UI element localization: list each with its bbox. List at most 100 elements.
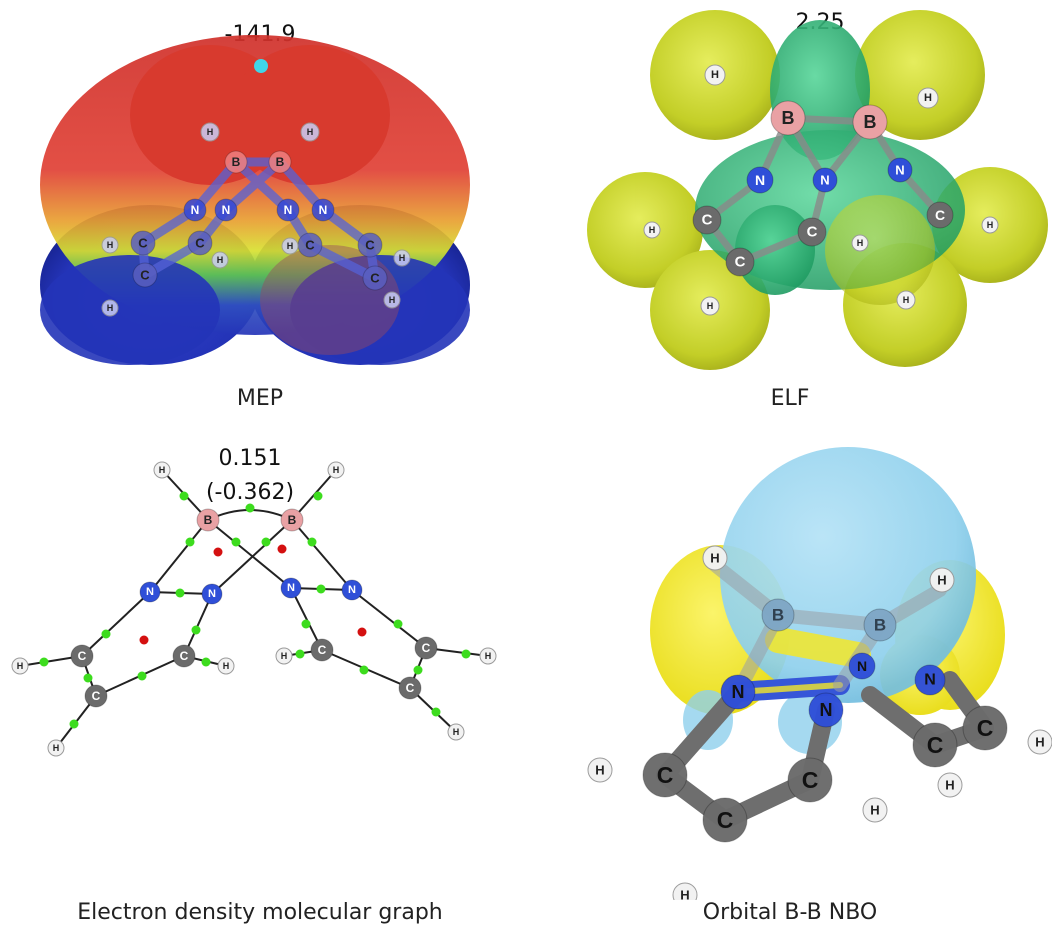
boron-atom: B: [268, 150, 292, 174]
carbon-atom: C: [132, 262, 158, 288]
svg-text:C: C: [305, 238, 315, 253]
hydrogen-atom: H: [672, 882, 698, 900]
svg-text:H: H: [287, 241, 294, 251]
svg-text:H: H: [223, 661, 230, 671]
carbon-atom: C: [797, 217, 827, 247]
nitrogen-atom: N: [341, 579, 363, 601]
hydrogen-atom: H: [896, 290, 916, 310]
svg-text:C: C: [977, 715, 994, 741]
hydrogen-atom: H: [479, 647, 497, 665]
svg-text:B: B: [204, 513, 213, 527]
svg-text:C: C: [78, 649, 87, 663]
svg-text:N: N: [191, 203, 200, 217]
svg-text:H: H: [711, 69, 719, 81]
carbon-atom: C: [297, 232, 323, 258]
hydrogen-atom: H: [153, 461, 171, 479]
boron-atom: B: [852, 104, 888, 140]
hydrogen-atom: H: [447, 723, 465, 741]
svg-text:N: N: [146, 586, 154, 598]
carbon-atom: C: [84, 684, 108, 708]
hydrogen-atom: H: [101, 236, 119, 254]
hydrogen-atom: H: [217, 657, 235, 675]
svg-text:H: H: [159, 465, 166, 475]
svg-text:H: H: [903, 295, 910, 305]
nitrogen-atom: N: [183, 198, 207, 222]
hydrogen-atom: H: [700, 296, 720, 316]
boron-atom: B: [863, 608, 897, 642]
svg-text:C: C: [406, 681, 415, 695]
hydrogen-atom: H: [101, 299, 119, 317]
carbon-atom: C: [787, 757, 833, 803]
hydrogen-atom: H: [383, 291, 401, 309]
svg-text:H: H: [399, 253, 406, 263]
carbon-atom: C: [310, 638, 334, 662]
svg-text:C: C: [138, 236, 148, 251]
svg-text:C: C: [657, 762, 674, 788]
carbon-atom: C: [357, 232, 383, 258]
svg-text:H: H: [389, 295, 396, 305]
nitrogen-atom: N: [812, 167, 838, 193]
svg-text:H: H: [281, 651, 288, 661]
svg-text:C: C: [702, 212, 713, 229]
svg-text:H: H: [924, 92, 932, 104]
carbon-atom: C: [172, 644, 196, 668]
boron-atom: B: [224, 150, 248, 174]
nitrogen-atom: N: [887, 157, 913, 183]
mep-caption: MEP: [236, 386, 284, 411]
svg-text:H: H: [945, 778, 954, 793]
hydrogen-atom: H: [917, 87, 939, 109]
svg-text:H: H: [710, 551, 719, 566]
nitrogen-atom: N: [311, 198, 335, 222]
svg-text:N: N: [755, 172, 765, 188]
hydrogen-atom: H: [981, 216, 999, 234]
svg-text:N: N: [857, 658, 867, 674]
carbon-atom: C: [414, 636, 438, 660]
nitrogen-atom: N: [746, 166, 774, 194]
svg-text:C: C: [807, 224, 818, 241]
nbo-caption: Orbital B-B NBO: [702, 900, 878, 925]
carbon-atom: C: [962, 705, 1008, 751]
svg-text:C: C: [365, 238, 375, 253]
boron-atom: B: [196, 508, 220, 532]
carbon-atom: C: [398, 676, 422, 700]
carbon-atom: C: [362, 265, 388, 291]
svg-text:H: H: [217, 255, 224, 265]
boron-atom: B: [770, 100, 806, 136]
svg-text:C: C: [370, 271, 380, 286]
mep-probe-point: [254, 59, 268, 73]
carbon-atom: C: [912, 722, 958, 768]
hydrogen-atom: H: [587, 757, 613, 783]
svg-text:N: N: [348, 584, 356, 596]
svg-text:N: N: [732, 682, 745, 702]
hydrogen-atom: H: [211, 251, 229, 269]
svg-text:B: B: [874, 616, 886, 635]
hydrogen-atom: H: [702, 545, 728, 571]
ring-critical-points: [139, 544, 367, 645]
svg-text:H: H: [53, 743, 60, 753]
carbon-atom: C: [702, 797, 748, 843]
nitrogen-atom: N: [808, 692, 844, 728]
mep-panel: -141.9: [0, 0, 520, 420]
svg-text:H: H: [485, 651, 492, 661]
hydrogen-atom: H: [393, 249, 411, 267]
svg-text:C: C: [318, 643, 327, 657]
molecular-graph-panel: 0.151 (-0.362): [0, 430, 520, 947]
carbon-atom: C: [725, 247, 755, 277]
nitrogen-atom: N: [201, 583, 223, 605]
svg-text:H: H: [649, 225, 656, 235]
hydrogen-atom: H: [11, 657, 29, 675]
svg-text:B: B: [232, 155, 241, 169]
svg-text:N: N: [319, 203, 328, 217]
svg-text:B: B: [864, 112, 877, 132]
svg-text:N: N: [222, 203, 231, 217]
nitrogen-atom: N: [276, 198, 300, 222]
hydrogen-atom: H: [704, 64, 726, 86]
nitrogen-atom: N: [848, 652, 876, 680]
hydrogen-atom: H: [47, 739, 65, 757]
svg-text:H: H: [937, 573, 946, 588]
svg-text:C: C: [935, 207, 945, 223]
svg-text:N: N: [895, 163, 904, 178]
